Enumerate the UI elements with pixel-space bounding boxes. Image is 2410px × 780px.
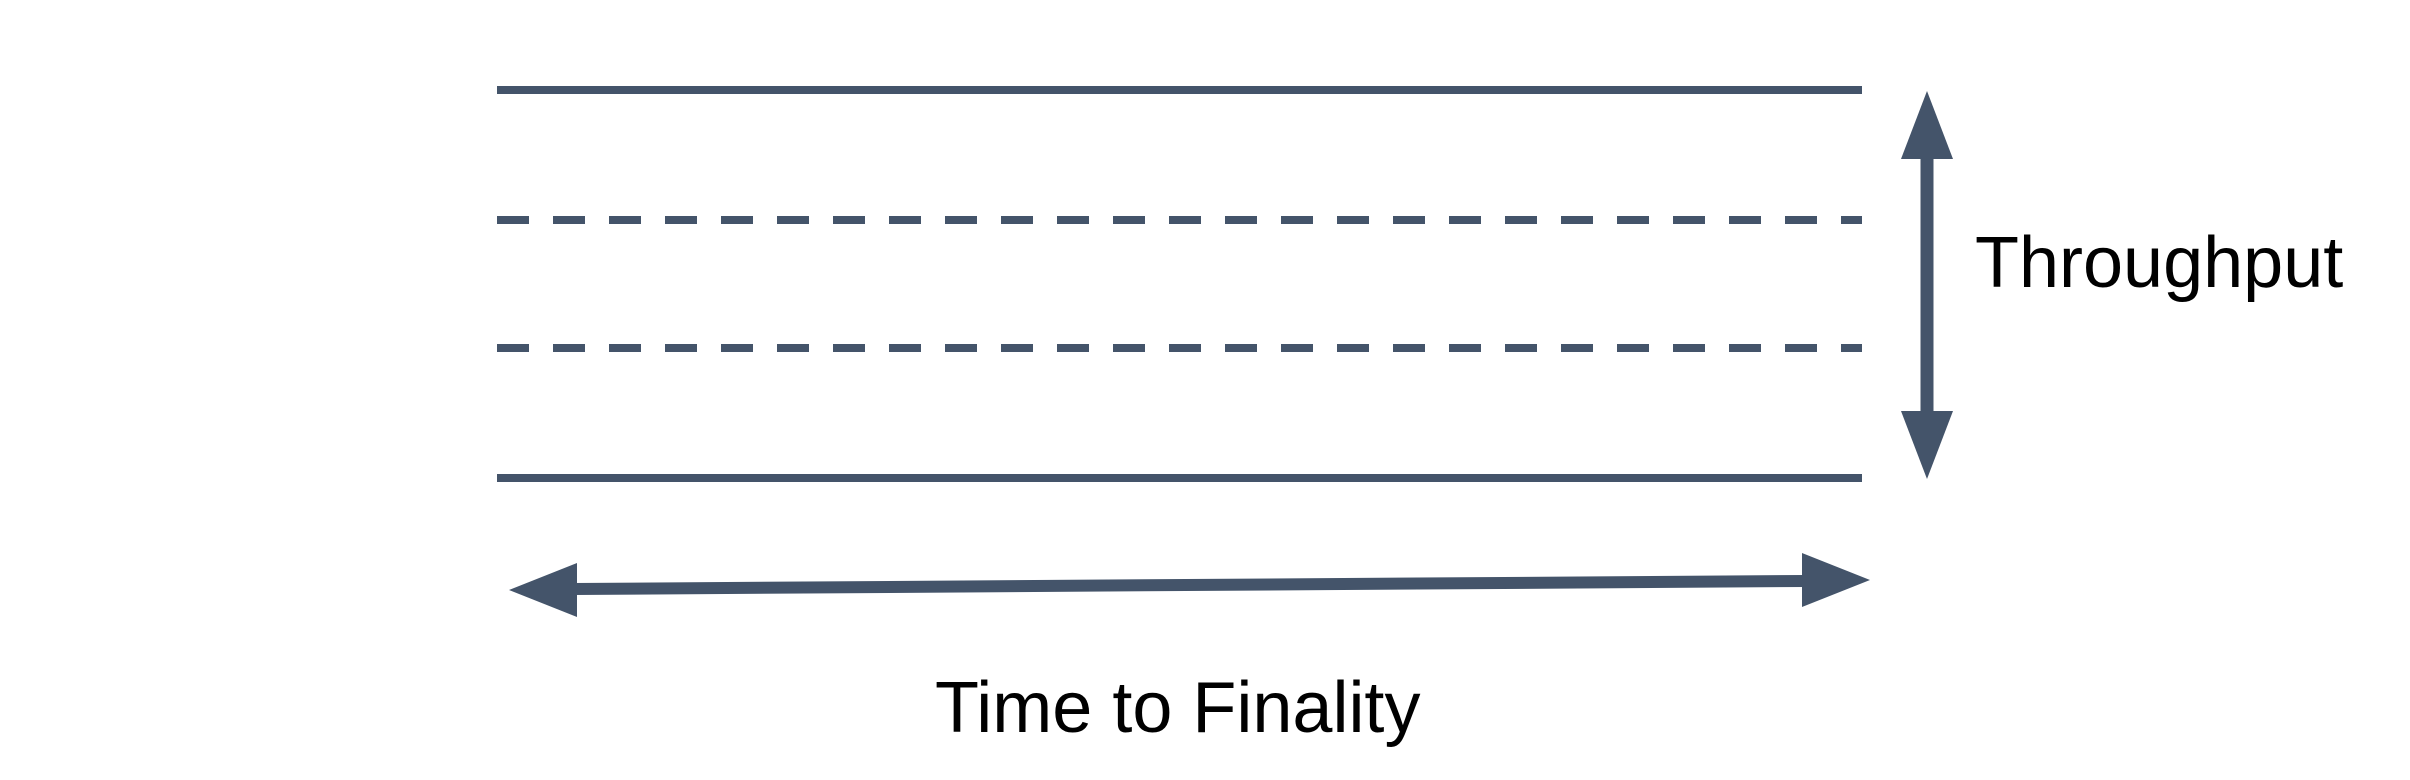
throughput-arrowhead-up-icon [1901,91,1953,159]
time-to-finality-double-arrow [509,553,1870,617]
throughput-double-arrow [1901,91,1953,479]
band [497,86,1862,482]
time-to-finality-label: Time to Finality [935,668,1420,748]
throughput-label: Throughput [1975,223,2343,303]
throughput-arrowhead-down-icon [1901,411,1953,479]
time-to-finality-arrowhead-right-icon [1802,553,1870,607]
time-to-finality-arrow-shaft [572,575,1807,595]
time-to-finality-arrowhead-left-icon [509,563,577,617]
